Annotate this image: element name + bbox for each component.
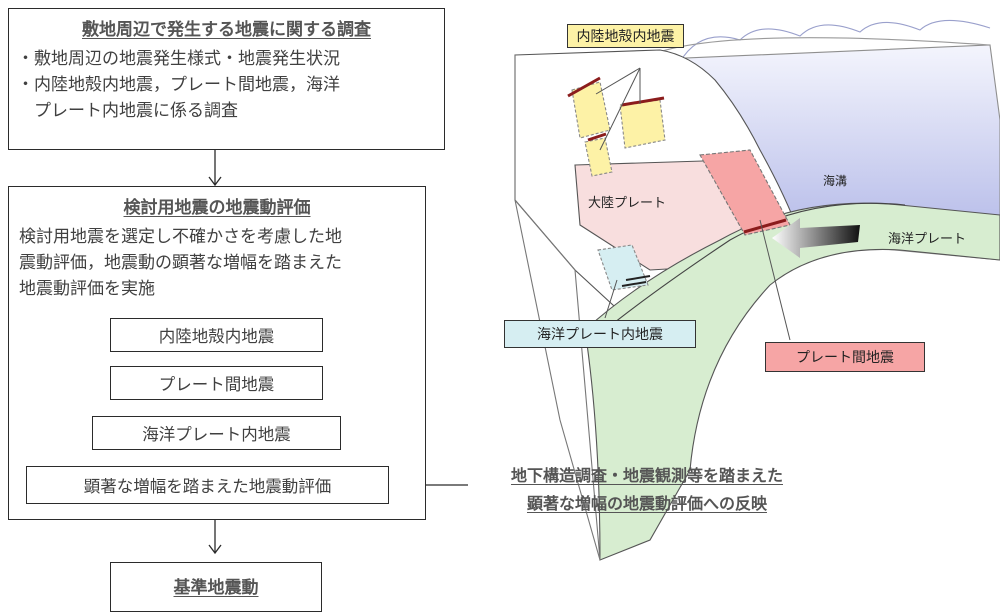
- label-continental-plate: 大陸プレート: [588, 196, 667, 211]
- reference-note-line-1: 地下構造調査・地震観測等を踏まえた: [510, 466, 783, 485]
- result-box-title: 基準地震動: [173, 578, 259, 598]
- survey-line-1: ・敷地周辺の地震発生様式・地震発生状況: [17, 49, 340, 69]
- subduction-illustration: [514, 19, 1000, 561]
- evaluation-item-intraslab: 海洋プレート内地震: [92, 416, 341, 450]
- crustal-fault-patch-3: [584, 137, 613, 177]
- evaluation-item-crustal: 内陸地殻内地震: [110, 318, 323, 352]
- arrowhead-1: [208, 176, 222, 187]
- evaluation-item-interplate: プレート間地震: [110, 366, 323, 400]
- wave-crests: [679, 19, 991, 63]
- interplate-fault-patch: [699, 149, 791, 236]
- label-oceanic-plate: 海洋プレート: [888, 232, 967, 247]
- evaluation-item-amplification: 顕著な増幅を踏まえた地震動評価: [26, 466, 389, 504]
- arrowhead-2: [208, 544, 222, 555]
- leader-lines: [595, 67, 791, 341]
- survey-line-2: ・内陸地殻内地震，プレート間地震，海洋: [17, 75, 340, 95]
- crustal-fault-patch-1: [571, 81, 611, 139]
- evaluation-box: 検討用地震の地震動評価 検討用地震を選定し不確かさを考慮した地 震動評価，地震動…: [8, 186, 426, 520]
- label-interplate: プレート間地震: [765, 342, 925, 372]
- evaluation-line-3: 地震動評価を実施: [19, 279, 155, 299]
- oceanic-plate-shape: [584, 202, 1000, 561]
- label-intraslab: 海洋プレート内地震: [504, 320, 696, 348]
- survey-line-3: プレート内地震に係る調査: [17, 101, 238, 121]
- evaluation-line-1: 検討用地震を選定し不確かさを考慮した地: [19, 227, 342, 247]
- reference-note-line-2: 顕著な増幅の地震動評価への反映: [526, 494, 767, 513]
- evaluation-box-title: 検討用地震の地震動評価: [123, 198, 311, 218]
- crustal-fault-patch-2: [619, 99, 666, 149]
- survey-box: 敷地周辺で発生する地震に関する調査 ・敷地周辺の地震発生様式・地震発生状況 ・内…: [8, 8, 445, 150]
- subduction-arrow: [772, 218, 860, 258]
- reference-note: 地下構造調査・地震観測等を踏まえた 顕著な増幅の地震動評価への反映: [470, 462, 824, 514]
- evaluation-line-2: 震動評価，地震動の顕著な増幅を踏まえた: [19, 253, 342, 273]
- label-crustal: 内陸地殻内地震: [567, 24, 684, 48]
- survey-box-title: 敷地周辺で発生する地震に関する調査: [82, 20, 371, 40]
- label-trench: 海溝: [823, 174, 848, 188]
- result-box: 基準地震動: [110, 562, 322, 612]
